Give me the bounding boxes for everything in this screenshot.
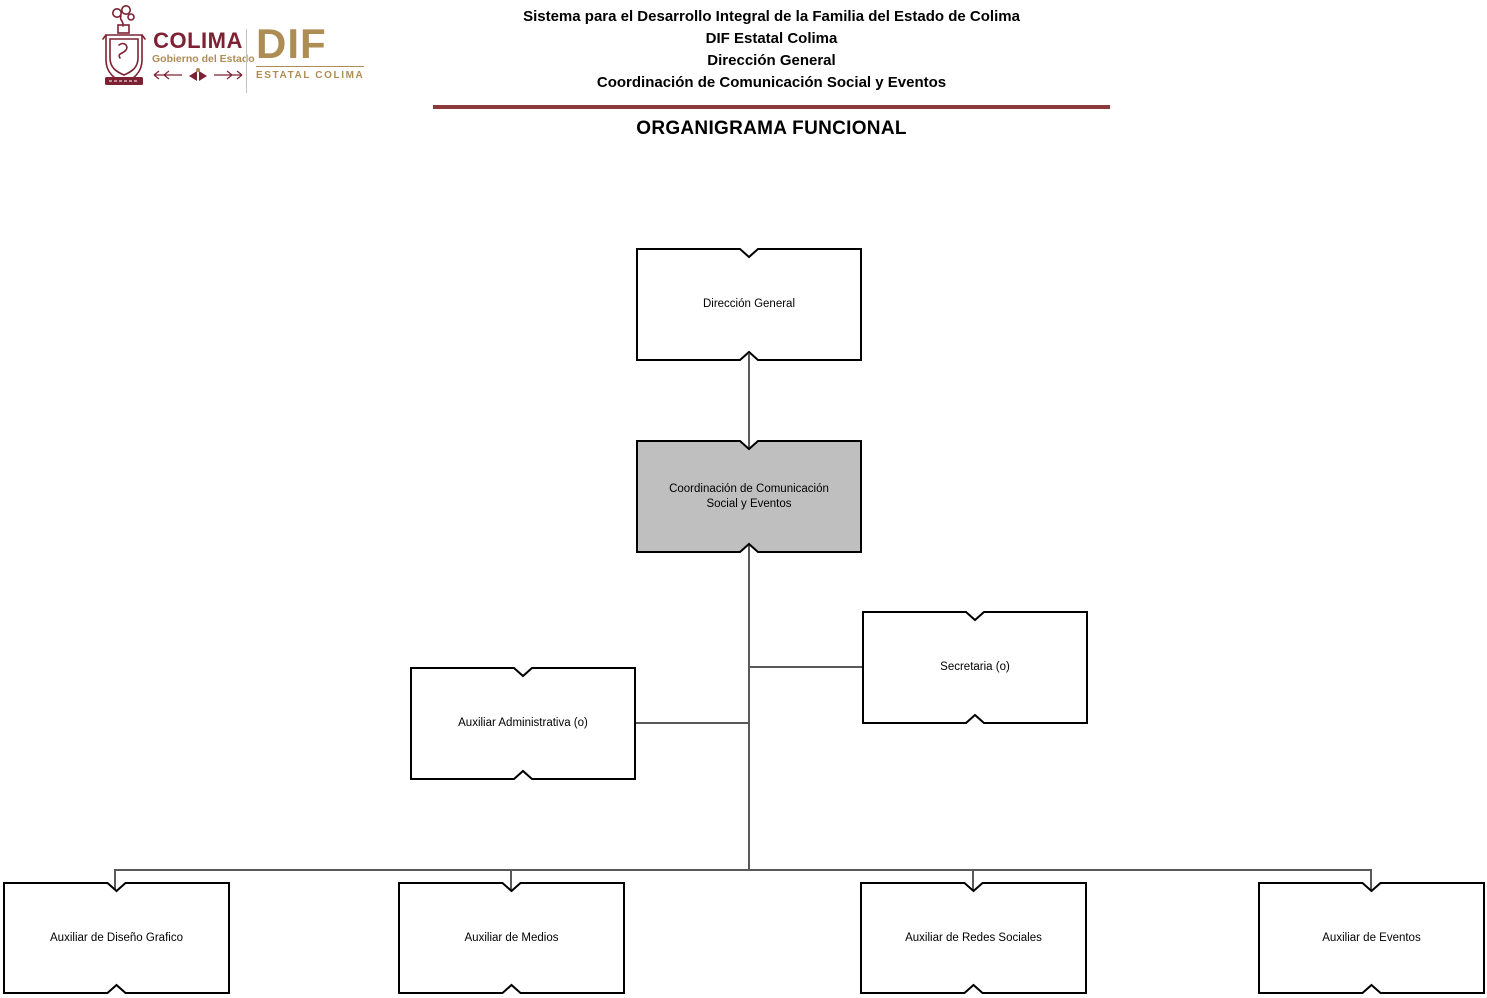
connector-trunk-vertical bbox=[748, 545, 750, 871]
org-node-shape bbox=[862, 611, 1088, 724]
org-node-label: Auxiliar de Eventos bbox=[1322, 931, 1421, 944]
connector-trunk-horizontal bbox=[114, 869, 1372, 871]
header-line-coordination: Coordinación de Comunicación Social y Ev… bbox=[596, 74, 947, 91]
org-node-auxiliar-administrativa: Auxiliar Administrativa (o) bbox=[410, 667, 636, 780]
logo-group: COLIMA Gobierno del Estado DIF ESTATAL C… bbox=[96, 3, 365, 95]
org-node-shape bbox=[3, 882, 230, 994]
org-node-label: Coordinación de Comunicación Social y Ev… bbox=[669, 482, 829, 510]
connector-auxiliar-administrativa bbox=[636, 722, 750, 724]
org-node-auxiliar-redes-sociales: Auxiliar de Redes Sociales bbox=[860, 882, 1087, 994]
connector-direccion-coordinacion bbox=[748, 354, 750, 448]
connector-stub-diseno bbox=[114, 869, 116, 890]
org-node-secretaria: Secretaria (o) bbox=[862, 611, 1088, 724]
org-node-shape bbox=[636, 440, 862, 553]
org-node-shape bbox=[410, 667, 636, 780]
page-title: ORGANIGRAMA FUNCIONAL bbox=[636, 118, 907, 139]
ornament-arrows-icon bbox=[153, 68, 243, 81]
org-node-direccion-general: Dirección General bbox=[636, 248, 862, 361]
connector-stub-redes bbox=[972, 869, 974, 890]
header-line-institution: Sistema para el Desarrollo Integral de l… bbox=[523, 8, 1020, 25]
colima-coat-of-arms-icon bbox=[102, 5, 146, 85]
colima-wordmark-block: COLIMA Gobierno del Estado bbox=[152, 28, 255, 87]
connector-stub-eventos bbox=[1370, 869, 1372, 890]
org-node-label: Auxiliar de Diseño Grafico bbox=[50, 931, 183, 944]
org-node-shape bbox=[398, 882, 625, 994]
connector-secretaria bbox=[749, 666, 863, 668]
org-node-label: Secretaria (o) bbox=[940, 661, 1010, 673]
header-line-entity: DIF Estatal Colima bbox=[705, 30, 838, 47]
colima-wordmark: COLIMA bbox=[153, 28, 243, 53]
header-rule bbox=[433, 105, 1110, 109]
logo-divider bbox=[246, 29, 247, 93]
org-node-label: Auxiliar Administrativa (o) bbox=[458, 717, 588, 729]
org-node-auxiliar-eventos: Auxiliar de Eventos bbox=[1258, 882, 1485, 994]
org-node-label: Auxiliar de Medios bbox=[464, 931, 559, 944]
dif-subtitle: ESTATAL COLIMA bbox=[256, 66, 365, 81]
org-node-shape bbox=[1258, 882, 1485, 994]
dif-wordmark-block: DIF ESTATAL COLIMA bbox=[256, 20, 365, 81]
org-node-coordinacion-comunicacion: Coordinación de Comunicación Social y Ev… bbox=[636, 440, 862, 553]
colima-subtitle: Gobierno del Estado bbox=[152, 53, 255, 65]
header-line-direction: Dirección General bbox=[707, 52, 836, 69]
org-node-shape bbox=[860, 882, 1087, 994]
org-node-auxiliar-medios: Auxiliar de Medios bbox=[398, 882, 625, 994]
document-header: Sistema para el Desarrollo Integral de l… bbox=[433, 6, 1110, 94]
org-node-label: Auxiliar de Redes Sociales bbox=[905, 931, 1042, 944]
org-node-shape bbox=[636, 248, 862, 361]
org-node-auxiliar-diseno-grafico: Auxiliar de Diseño Grafico bbox=[3, 882, 230, 994]
connector-stub-medios bbox=[510, 869, 512, 890]
org-node-label: Dirección General bbox=[702, 298, 796, 310]
dif-wordmark: DIF bbox=[256, 20, 327, 67]
